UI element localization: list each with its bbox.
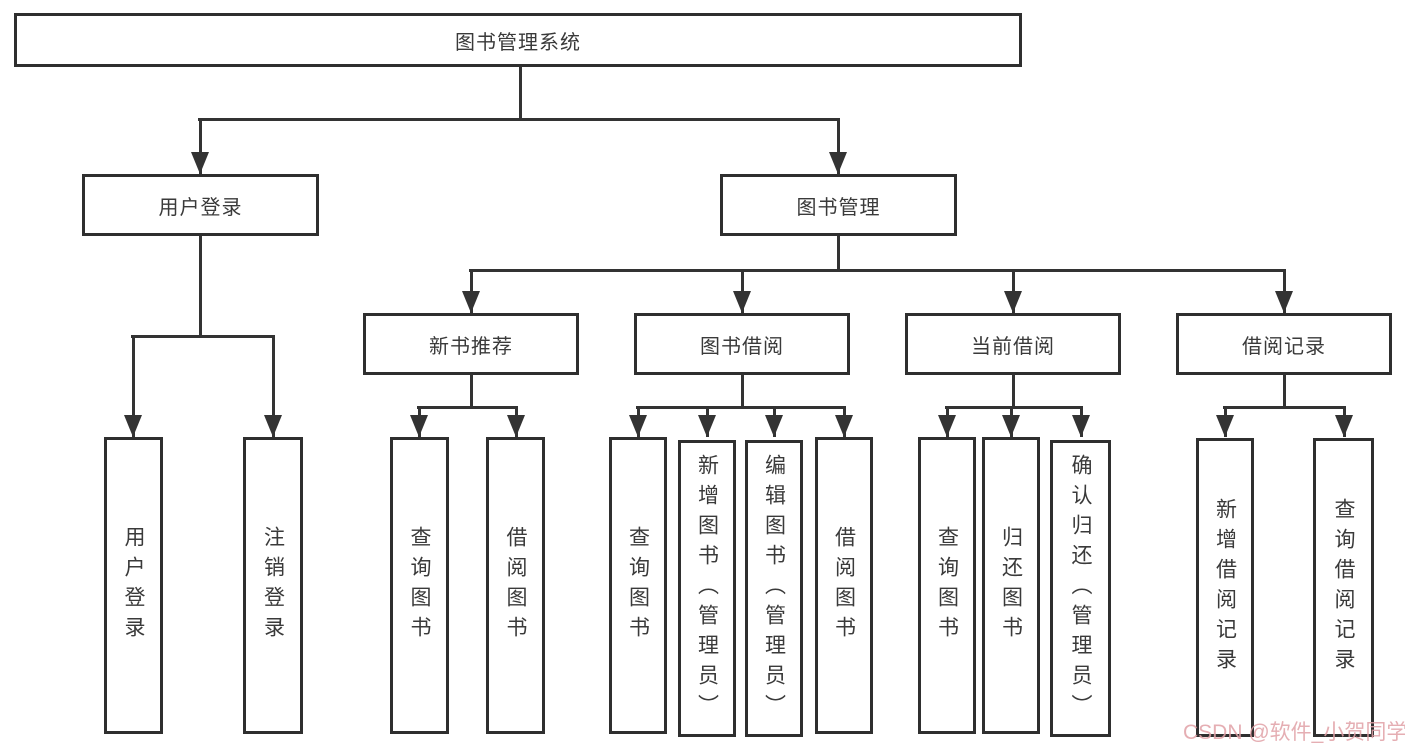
- arrowhead-down-icon: [765, 415, 783, 437]
- arrowhead-down-icon: [264, 415, 282, 437]
- arrowhead-down-icon: [1072, 415, 1090, 437]
- node-book-borrowing: 图书借阅: [634, 313, 850, 375]
- leaf-label: 新增借阅记录: [1213, 497, 1237, 678]
- node-book-management: 图书管理: [720, 174, 957, 236]
- node-borrowing-records: 借阅记录: [1176, 313, 1392, 375]
- connector-vline: [199, 119, 202, 174]
- arrowhead-down-icon: [1002, 415, 1020, 437]
- connector-hline: [198, 118, 840, 121]
- arrowhead-down-icon: [835, 415, 853, 437]
- leaf-label: 查询借阅记录: [1332, 497, 1355, 678]
- leaf-label: 查询图书: [626, 525, 650, 646]
- leaf-query-books-current: 查询图书: [918, 437, 976, 734]
- connector-vline: [837, 119, 840, 174]
- leaf-confirm-return-admin: 确认归还（管理员）: [1050, 440, 1111, 737]
- arrowhead-down-icon: [938, 415, 956, 437]
- leaf-borrow-books: 借阅图书: [815, 437, 873, 734]
- connector-vline: [837, 236, 840, 272]
- node-new-book-recommendation: 新书推荐: [363, 313, 579, 375]
- leaf-label: 借阅图书: [832, 525, 856, 646]
- connector-hline: [469, 269, 1286, 272]
- leaf-return-books: 归还图书: [982, 437, 1040, 734]
- node-current-borrowing: 当前借阅: [905, 313, 1121, 375]
- leaf-query-books-recommend: 查询图书: [390, 437, 449, 734]
- node-user-login: 用户登录: [82, 174, 319, 236]
- leaf-add-borrow-record: 新增借阅记录: [1196, 438, 1254, 737]
- arrowhead-down-icon: [629, 415, 647, 437]
- connector-vline: [470, 374, 473, 409]
- connector-hline: [636, 406, 846, 409]
- arrowhead-down-icon: [124, 415, 142, 437]
- leaf-query-borrow-record: 查询借阅记录: [1313, 438, 1374, 737]
- arrowhead-down-icon: [462, 291, 480, 313]
- leaf-user-login: 用户登录: [104, 437, 163, 734]
- leaf-label: 归还图书: [999, 525, 1023, 646]
- arrowhead-down-icon: [410, 415, 428, 437]
- connector-vline: [741, 374, 744, 409]
- leaf-label: 查询图书: [408, 525, 431, 646]
- arrowhead-down-icon: [733, 291, 751, 313]
- connector-vline: [199, 236, 202, 338]
- connector-hline: [417, 406, 518, 409]
- arrowhead-down-icon: [1335, 415, 1353, 437]
- leaf-borrow-books-recommend: 借阅图书: [486, 437, 545, 734]
- connector-vline: [1283, 374, 1286, 409]
- arrowhead-down-icon: [1004, 291, 1022, 313]
- connector-vline: [272, 336, 275, 437]
- csdn-watermark: CSDN @软件_小贺同学: [1183, 721, 1405, 744]
- connector-vline: [1012, 374, 1015, 409]
- leaf-label: 确认归还（管理员）: [1069, 453, 1092, 724]
- connector-vline: [519, 67, 522, 119]
- leaf-label: 借阅图书: [504, 525, 527, 646]
- leaf-label: 查询图书: [935, 525, 959, 646]
- arrowhead-down-icon: [191, 152, 209, 174]
- leaf-logout: 注销登录: [243, 437, 303, 734]
- arrowhead-down-icon: [829, 152, 847, 174]
- arrowhead-down-icon: [698, 415, 716, 437]
- node-library-management-system: 图书管理系统: [14, 13, 1022, 67]
- leaf-query-books-borrow: 查询图书: [609, 437, 667, 734]
- leaf-label: 新增图书（管理员）: [695, 453, 719, 724]
- connector-hline: [945, 406, 1083, 409]
- leaf-add-book-admin: 新增图书（管理员）: [678, 440, 736, 737]
- arrowhead-down-icon: [1275, 291, 1293, 313]
- arrowhead-down-icon: [507, 415, 525, 437]
- leaf-label: 注销登录: [261, 525, 285, 646]
- leaf-edit-book-admin: 编辑图书（管理员）: [745, 440, 803, 737]
- connector-vline: [132, 336, 135, 437]
- arrowhead-down-icon: [1216, 415, 1234, 437]
- leaf-label: 编辑图书（管理员）: [762, 453, 786, 724]
- connector-hline: [131, 335, 275, 338]
- leaf-label: 用户登录: [122, 525, 145, 646]
- connector-hline: [1223, 406, 1346, 409]
